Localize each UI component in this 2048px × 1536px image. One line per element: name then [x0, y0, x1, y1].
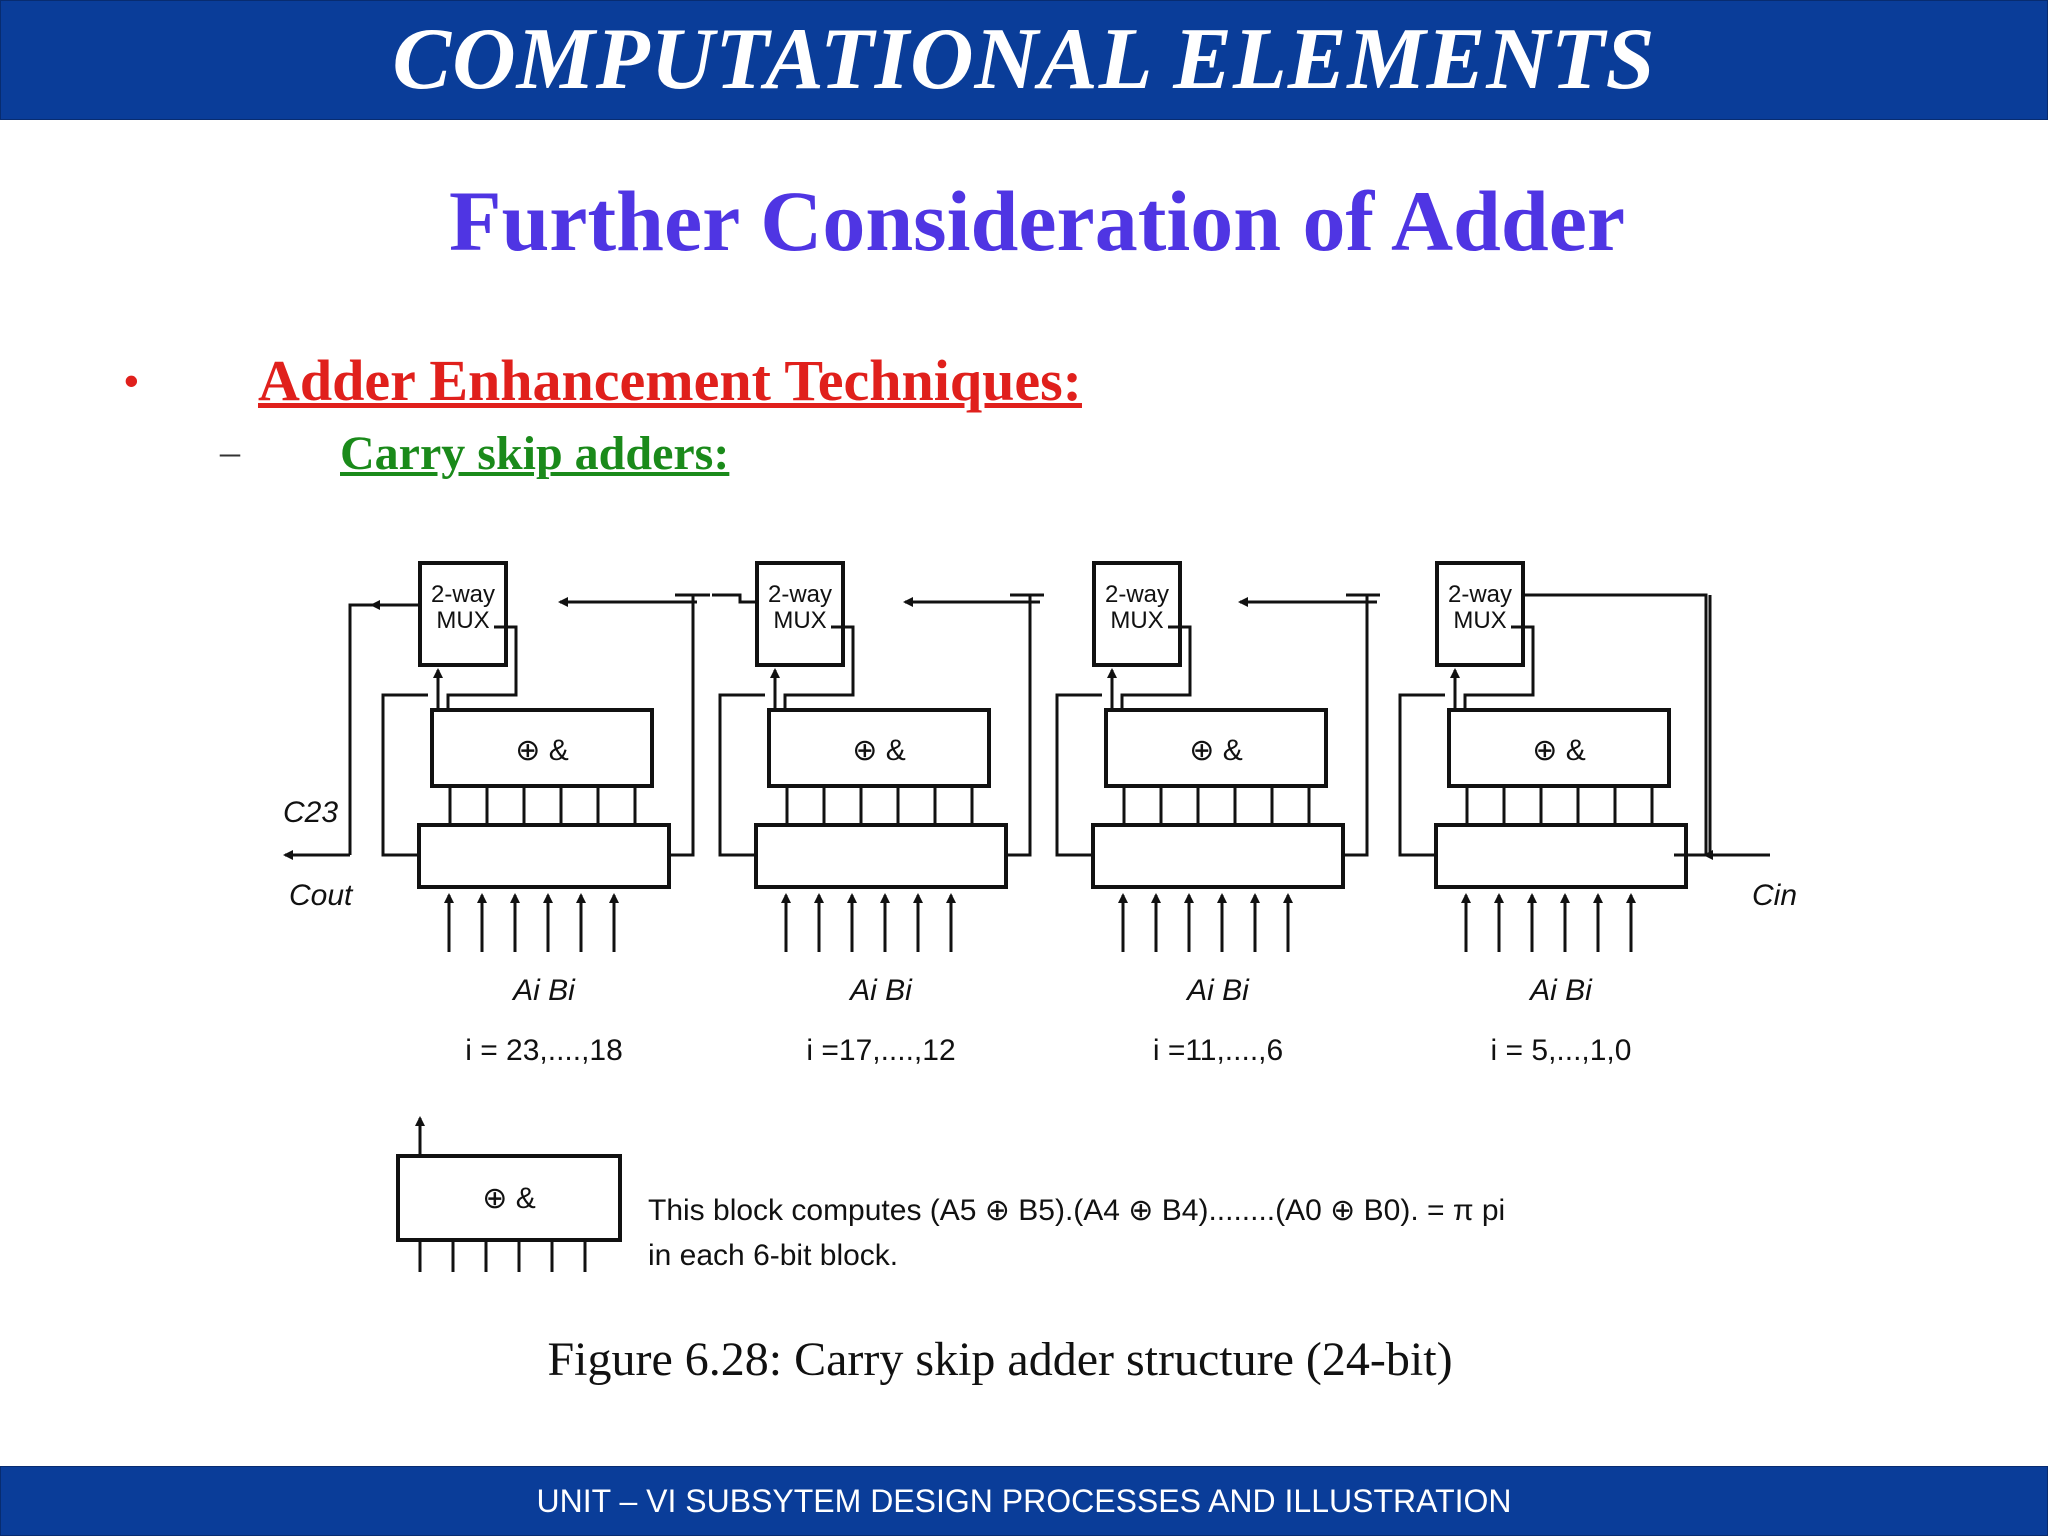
mux-box — [418, 561, 508, 667]
figure-caption: Figure 6.28: Carry skip adder structure … — [547, 1333, 1453, 1386]
block-range: i =11,....,6 — [1153, 1034, 1283, 1067]
footer-text: UNIT – VI SUBSYTEM DESIGN PROCESSES AND … — [536, 1483, 1512, 1519]
carry-wire — [446, 625, 518, 710]
bullet-marker: • — [124, 357, 139, 404]
gate-block — [1447, 708, 1671, 788]
skip-wire — [669, 595, 695, 857]
mux-label: 2-way — [1105, 581, 1169, 608]
gate-block — [430, 708, 654, 788]
input-label: Ai Bi — [1528, 974, 1593, 1007]
carry-wire — [783, 625, 855, 710]
carry-out-top-label: C23 — [283, 796, 338, 829]
legend-text-line2: in each 6-bit block. — [648, 1239, 898, 1272]
skip-wire — [1523, 593, 1708, 857]
adder-block — [1434, 823, 1688, 889]
adder-block — [754, 823, 1008, 889]
carry-wire — [1463, 625, 1535, 710]
input-label: Ai Bi — [511, 974, 576, 1007]
carry-wire — [381, 693, 428, 857]
slide-title: Further Consideration of Adder — [448, 173, 1626, 269]
carry-wire — [718, 693, 765, 857]
mux-label: 2-way — [1448, 581, 1512, 608]
mux-label: MUX — [773, 607, 826, 634]
skip-wire — [1343, 595, 1369, 857]
carry-wire — [1055, 693, 1102, 857]
mux-label: 2-way — [768, 581, 832, 608]
input-label: Ai Bi — [848, 974, 913, 1007]
gate-block — [767, 708, 991, 788]
footer-bar: UNIT – VI SUBSYTEM DESIGN PROCESSES AND … — [0, 1466, 2048, 1536]
skip-wire — [1006, 595, 1032, 857]
carry-wire — [1120, 625, 1192, 710]
input-label: Ai Bi — [1185, 974, 1250, 1007]
cout-wire — [348, 603, 372, 855]
legend-gate-label: ⊕ & — [482, 1182, 535, 1215]
block-range: i = 5,...,1,0 — [1491, 1034, 1632, 1067]
adder-block — [417, 823, 671, 889]
carry-wire — [712, 593, 757, 604]
carry-in-label: Cin — [1752, 879, 1797, 912]
gate-label: ⊕ & — [852, 734, 905, 767]
adder-block — [1091, 823, 1345, 889]
block-range: i = 23,....,18 — [465, 1034, 623, 1067]
legend-text-line1: This block computes (A5 ⊕ B5).(A4 ⊕ B4).… — [648, 1194, 1505, 1227]
gate-label: ⊕ & — [515, 734, 568, 767]
mux-box — [1435, 561, 1525, 667]
mux-label: 2-way — [431, 581, 495, 608]
mux-box — [755, 561, 845, 667]
carry-wire — [1398, 693, 1445, 857]
mux-label: MUX — [1110, 607, 1163, 634]
gate-label: ⊕ & — [1189, 734, 1242, 767]
mux-label: MUX — [1453, 607, 1506, 634]
header-bar: COMPUTATIONAL ELEMENTS — [0, 0, 2048, 120]
sub-bullet-marker: – — [220, 429, 240, 474]
gate-block — [1104, 708, 1328, 788]
mux-box — [1092, 561, 1182, 667]
legend-block: ⊕ & This block computes (A5 ⊕ B5).(A4 ⊕ … — [396, 1116, 1505, 1272]
sub-bullet-text: Carry skip adders: — [340, 427, 730, 480]
carry-out-label: Cout — [289, 879, 354, 912]
mux-label: MUX — [436, 607, 489, 634]
block-range: i =17,....,12 — [806, 1034, 955, 1067]
bullet-text: Adder Enhancement Techniques: — [258, 348, 1082, 413]
gate-label: ⊕ & — [1532, 734, 1585, 767]
header-title: COMPUTATIONAL ELEMENTS — [392, 11, 1656, 108]
